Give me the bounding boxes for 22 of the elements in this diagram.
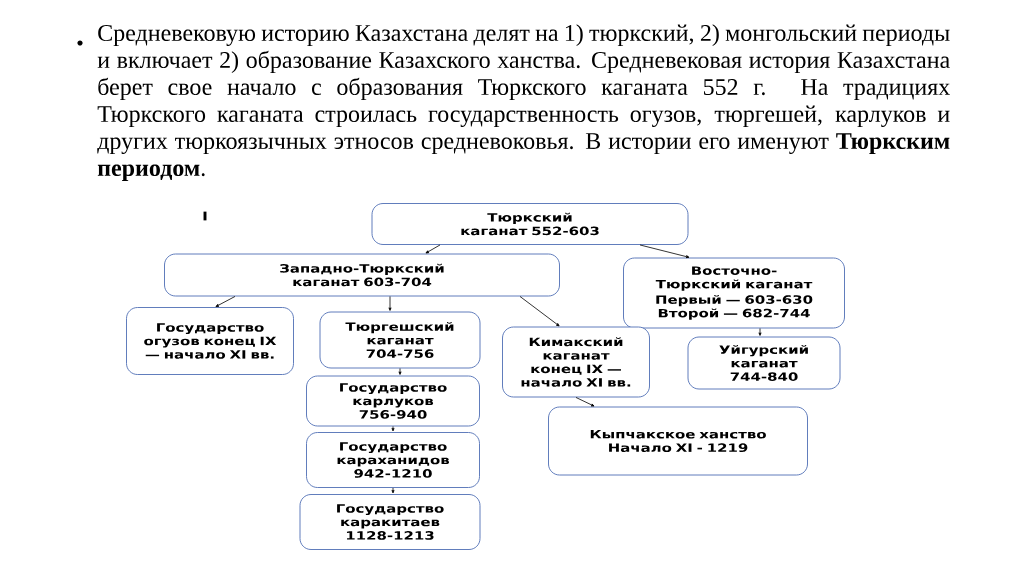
history-box: Тюркский каганат 552-603 [371, 203, 689, 245]
history-box: Государство каракитаев 1128-1213 [299, 494, 481, 550]
arrow [575, 397, 595, 407]
history-box: Восточно-Тюркский каганат Первый — 603-630 Второй — 682-744 [623, 257, 845, 329]
paragraph: Средневековую историю Казахстана делят на 1) тюркский, 2) монгольский периоды и включает 2) образование Казахского ханства. Средневековая история Казахстана берет свое начало с образования Тюркского каганата 552 г. На традициях Тюркского каганата строилась государственность огузов, тюргешей, карлуков и других тюркоязычных этносов средневоковья. В истории его именуют Тюркским периодом. [97, 24, 950, 181]
arrow [519, 296, 560, 327]
arrow [398, 368, 402, 375]
arrow [391, 426, 395, 432]
history-box: Государство карлуков 756-940 [306, 375, 480, 427]
arrow [391, 487, 395, 494]
history-box: Кимакский каганат конец IX — начало XI вв. [502, 326, 650, 398]
history-box: Государство караханидов 942-1210 [306, 432, 480, 488]
arrow [758, 328, 762, 336]
arrow [215, 296, 236, 307]
history-box: Государство огузов конец IX — начало XI вв. [126, 307, 294, 375]
history-box: Тюргешский каганат 704-756 [319, 311, 481, 369]
arrow [388, 296, 392, 311]
history-box: Уйгурский каганат 744-840 [687, 336, 841, 390]
arrow [425, 244, 441, 254]
history-box: Западно-Тюркский каганат 603-704 [164, 253, 560, 297]
history-box: Кыпчакское ханство Начало XI - 1219 [548, 406, 808, 476]
marker-text: I [203, 211, 207, 221]
